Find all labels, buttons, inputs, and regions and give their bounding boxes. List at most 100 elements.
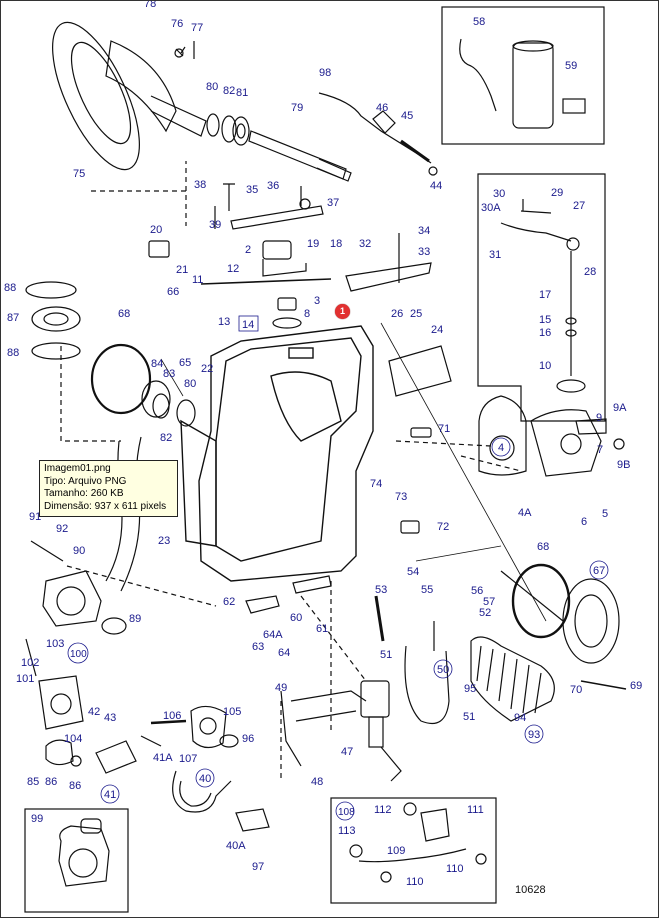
label-56: 56: [471, 585, 483, 597]
label-57: 57: [483, 596, 495, 608]
label-46: 46: [376, 102, 388, 114]
label-99: 99: [31, 813, 43, 825]
label-76: 76: [171, 18, 183, 30]
fitting-104: [45, 739, 74, 766]
label-107: 107: [179, 753, 197, 765]
label-97: 97: [252, 861, 264, 873]
label-36: 36: [267, 180, 279, 192]
label-58: 58: [473, 16, 485, 28]
label-89a: 89: [129, 613, 141, 625]
label-96: 96: [242, 733, 254, 745]
tubes-49: [280, 690, 367, 767]
label-39: 39: [209, 219, 221, 231]
label-108: 108: [338, 807, 355, 818]
label-17: 17: [539, 289, 551, 301]
label-91: 91: [29, 511, 41, 523]
label-59: 59: [565, 60, 577, 72]
part-labels: 78 76 77 75 80 82 81 79 98 46 45 44 58 5…: [4, 0, 642, 896]
oring-68: [90, 343, 152, 415]
label-22: 22: [201, 363, 213, 375]
label-111: 111: [467, 804, 484, 816]
clamps-88-87: [25, 281, 81, 360]
label-88a: 88: [4, 282, 16, 294]
label-67: 67: [593, 565, 605, 577]
label-9a: 9A: [613, 402, 627, 414]
hose-40: [172, 770, 232, 813]
housing-105: [190, 705, 227, 749]
label-20: 20: [150, 224, 162, 236]
label-51b: 51: [463, 711, 475, 723]
main-housing: [180, 325, 374, 582]
ring-89: [101, 617, 127, 635]
hotspot-marker[interactable]: 1: [335, 304, 350, 319]
inset-box-108: [330, 797, 497, 904]
label-95: 95: [464, 683, 476, 695]
pin-71: [410, 427, 432, 438]
bracket-32: [345, 262, 432, 292]
bracket-46: [372, 110, 396, 134]
flange-disk-75: [52, 21, 207, 171]
part-20: [148, 240, 170, 258]
label-34: 34: [418, 225, 430, 237]
label-110a: 110: [446, 863, 464, 875]
label-105: 105: [223, 706, 241, 718]
label-8: 8: [304, 308, 310, 320]
label-47: 47: [341, 746, 353, 758]
label-90: 90: [73, 545, 85, 557]
gear-housing-4: [478, 395, 625, 477]
label-113: 113: [338, 825, 356, 837]
pin-53: [374, 595, 385, 642]
label-65: 65: [179, 357, 191, 369]
tooltip-size: Tamanho: 260 KB: [44, 488, 124, 499]
label-75: 75: [73, 168, 85, 180]
label-51a: 51: [380, 649, 392, 661]
label-80b: 80: [184, 378, 196, 390]
label-72: 72: [437, 521, 449, 533]
inset-box-pump: [441, 6, 605, 145]
label-37: 37: [327, 197, 339, 209]
label-54: 54: [407, 566, 419, 578]
bracket-62: [245, 595, 280, 614]
label-81: 81: [236, 87, 248, 99]
shaft-79: [248, 130, 352, 182]
leader-lines-dashed: [60, 161, 522, 781]
label-62: 62: [223, 596, 235, 608]
lever-35: [214, 183, 324, 230]
inset-box-99: [24, 808, 129, 913]
linkage-27: [500, 199, 586, 393]
label-4a: 4A: [518, 507, 532, 519]
inset-box-linkage: [477, 173, 606, 422]
bolts-76-77: [175, 41, 195, 59]
hose-51: [404, 645, 450, 725]
figure-number: 10628: [515, 884, 546, 896]
tooltip-type: Tipo: Arquivo PNG: [44, 475, 127, 487]
label-68b: 68: [537, 541, 549, 553]
label-77: 77: [191, 22, 203, 34]
label-55: 55: [421, 584, 433, 596]
label-83: 83: [163, 368, 175, 380]
label-35: 35: [246, 184, 258, 196]
label-100: 100: [70, 649, 87, 660]
label-53: 53: [375, 584, 387, 596]
label-85: 85: [27, 776, 39, 788]
label-30: 30: [493, 188, 505, 200]
label-52: 52: [479, 607, 491, 619]
oring-68-right: [511, 563, 571, 639]
label-71: 71: [438, 423, 450, 435]
bolt-69: [580, 680, 627, 690]
label-80: 80: [206, 81, 218, 93]
label-3: 3: [314, 295, 320, 307]
leader-lines: [160, 322, 547, 622]
part-2-block: [200, 240, 332, 329]
block-101: [38, 675, 84, 730]
label-74: 74: [370, 478, 382, 490]
label-44: 44: [430, 180, 442, 192]
label-24: 24: [431, 324, 443, 336]
label-104: 104: [64, 733, 82, 745]
pump-body-90: [30, 540, 102, 627]
cover-24: [388, 345, 452, 397]
label-27: 27: [573, 200, 585, 212]
label-13: 13: [218, 316, 230, 328]
